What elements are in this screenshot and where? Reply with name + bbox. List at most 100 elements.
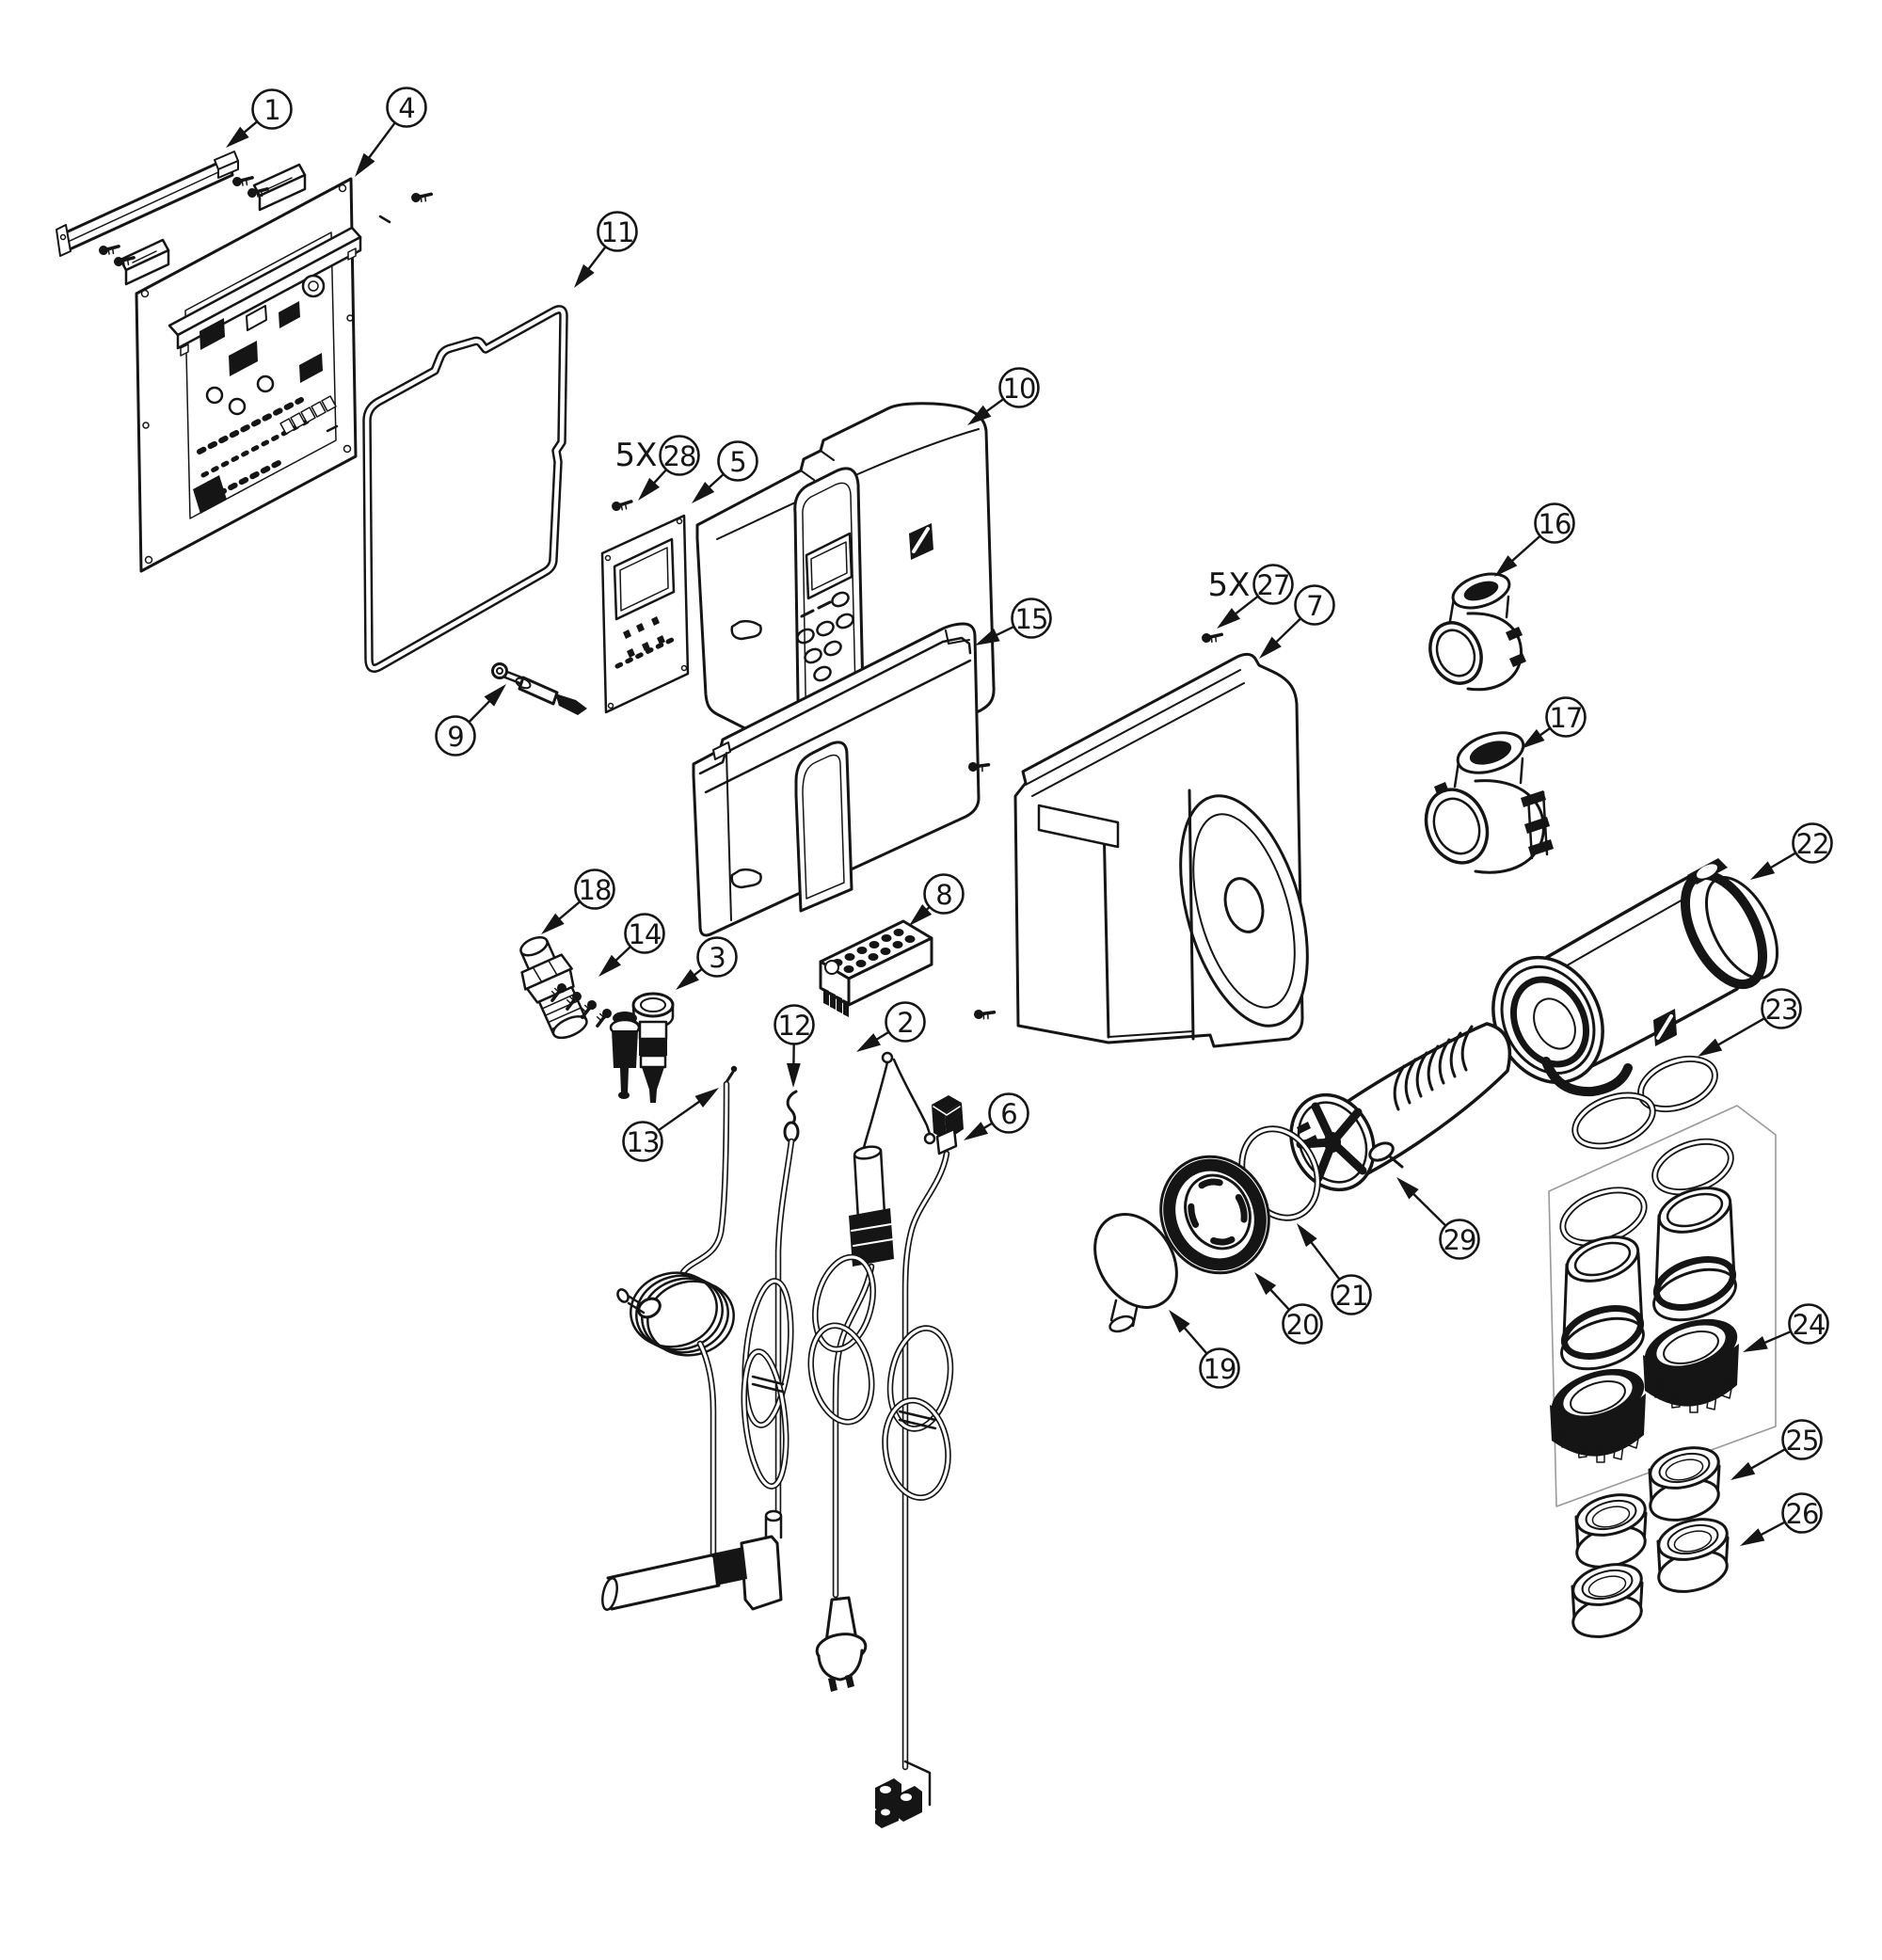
- callout-11: 11: [574, 211, 638, 288]
- part-4-power-pcb-panel: [135, 177, 433, 573]
- callout-circle-5: [717, 440, 758, 482]
- callout-number-12: 12: [778, 1010, 811, 1042]
- callout-prefix-28: 5X: [615, 437, 658, 474]
- part-29-retaining-clip: [1368, 1141, 1404, 1169]
- callout-number-6: 6: [1000, 1098, 1016, 1130]
- callout-number-23: 23: [1765, 994, 1798, 1026]
- callout-circle-16: [1534, 502, 1575, 544]
- callout-2: 2: [856, 1001, 926, 1052]
- part-8-terminal-block: [819, 919, 933, 1017]
- callout-number-13: 13: [627, 1126, 660, 1158]
- callout-7: 7: [1259, 584, 1335, 659]
- callout-22: 22: [1750, 822, 1833, 880]
- callout-prefix-27: 5X: [1208, 566, 1251, 604]
- callout-number-8: 8: [935, 879, 951, 911]
- screw: [970, 1002, 997, 1027]
- callout-number-9: 9: [447, 721, 463, 753]
- part-16-saddle-clamp: [1428, 572, 1526, 692]
- callout-circle-29: [1439, 1219, 1480, 1260]
- part-6-cell-cable: [875, 1095, 964, 1828]
- callout-24: 24: [1743, 1303, 1829, 1352]
- callout-5: 5: [692, 440, 758, 503]
- backing-sheet: [1548, 1105, 1777, 1507]
- part-3-sensor-set: [609, 992, 675, 1103]
- screw-27: [1198, 627, 1223, 649]
- callout-circle-9: [435, 715, 476, 757]
- callout-15: 15: [975, 598, 1052, 645]
- callout-circle-23: [1761, 988, 1802, 1029]
- callout-circle-7: [1294, 584, 1335, 626]
- callout-26: 26: [1740, 1492, 1823, 1546]
- callout-number-28: 28: [663, 440, 696, 472]
- callout-circle-6: [988, 1092, 1029, 1134]
- part-13-coiled-cable: [616, 1065, 738, 1558]
- callout-circle-24: [1788, 1303, 1829, 1345]
- callout-10: 10: [967, 367, 1040, 425]
- callout-25: 25: [1730, 1419, 1823, 1480]
- part-11-gasket: [362, 305, 568, 673]
- part-17-saddle-clamp: [1424, 731, 1554, 874]
- callout-17: 17: [1521, 696, 1587, 749]
- callout-number-26: 26: [1786, 1498, 1819, 1530]
- callout-9: 9: [435, 684, 506, 757]
- callout-16: 16: [1494, 502, 1575, 577]
- part-20-bayonet-ring: [1159, 1155, 1270, 1275]
- callout-19: 19: [1169, 1310, 1240, 1389]
- callout-circle-22: [1792, 822, 1833, 864]
- callout-18: 18: [541, 868, 615, 934]
- part-9-link-rod: [491, 662, 587, 715]
- callout-14: 14: [598, 913, 665, 977]
- callout-circle-26: [1781, 1492, 1823, 1534]
- callout-23: 23: [1698, 988, 1802, 1057]
- brand-mark-icon: [909, 523, 933, 560]
- callout-number-18: 18: [579, 874, 612, 906]
- callout-number-10: 10: [1003, 373, 1036, 405]
- callout-circle-14: [624, 913, 665, 954]
- callout-3: 3: [676, 936, 738, 990]
- callout-circle-20: [1282, 1303, 1323, 1345]
- callout-number-3: 3: [709, 942, 725, 974]
- callout-number-24: 24: [1793, 1309, 1826, 1341]
- callout-number-7: 7: [1306, 590, 1322, 622]
- callout-circle-27: [1252, 564, 1294, 605]
- callout-circle-8: [923, 873, 965, 915]
- callout-1: 1: [226, 88, 293, 148]
- callout-circle-19: [1199, 1347, 1240, 1389]
- callout-21: 21: [1297, 1223, 1372, 1315]
- part-25-26-socket-couplings: [1571, 1446, 1730, 1638]
- part-19-cap: [1093, 1213, 1178, 1333]
- callout-number-19: 19: [1204, 1353, 1236, 1385]
- callout-circle-15: [1011, 598, 1052, 639]
- callout-number-5: 5: [729, 446, 745, 478]
- callouts: 1234567891011121314151617181920212223242…: [226, 87, 1833, 1546]
- callout-number-14: 14: [629, 918, 662, 950]
- callout-circle-25: [1781, 1419, 1823, 1460]
- side-latch-slot: [730, 619, 762, 641]
- callout-13: 13: [622, 1088, 719, 1162]
- callout-number-2: 2: [897, 1007, 913, 1039]
- callout-number-29: 29: [1443, 1224, 1476, 1256]
- callout-circle-12: [774, 1004, 815, 1045]
- part-15-lower-cover: [692, 622, 981, 937]
- callout-8: 8: [909, 873, 965, 926]
- callout-circle-1: [251, 88, 293, 130]
- callout-number-11: 11: [601, 216, 634, 248]
- callout-circle-28: [659, 435, 700, 476]
- callout-6: 6: [964, 1092, 1029, 1140]
- part-2-power-cable: [807, 1051, 936, 1692]
- callout-4: 4: [355, 87, 427, 177]
- callout-number-4: 4: [398, 92, 414, 124]
- callout-number-20: 20: [1286, 1309, 1319, 1341]
- callout-20: 20: [1254, 1272, 1323, 1345]
- callout-number-15: 15: [1015, 603, 1048, 635]
- side-latch-slot: [730, 868, 762, 889]
- part-22-cell-housing: [1491, 858, 1779, 1097]
- callout-number-27: 27: [1257, 569, 1290, 601]
- callout-number-16: 16: [1539, 508, 1571, 540]
- electrode-assembly: [1093, 1022, 1512, 1333]
- callout-circle-4: [386, 87, 427, 128]
- callout-circle-10: [998, 367, 1040, 408]
